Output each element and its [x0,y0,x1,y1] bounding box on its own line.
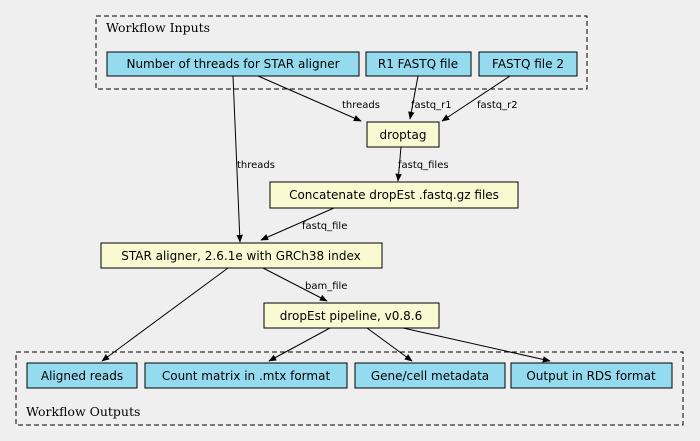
node-dropest-pipeline[interactable]: dropEst pipeline, v0.8.6 [263,302,440,329]
edge-dropest-to-gene-cell-metadata [366,327,413,362]
node-r1-fastq-input[interactable]: R1 FASTQ file [365,51,472,77]
node-dropest-pipeline-label: dropEst pipeline, v0.8.6 [280,309,422,323]
node-count-matrix-output-label: Count matrix in .mtx format [162,369,331,383]
node-threads-input-label: Number of threads for STAR aligner [126,57,339,71]
node-concatenate-label: Concatenate dropEst .fastq.gz files [289,188,499,202]
edge-label-fastq-files: fastq_files [398,160,449,171]
edge-label-fastq-r1: fastq_r1 [411,100,452,111]
node-droptag-label: droptag [380,128,427,142]
node-aligned-reads-output[interactable]: Aligned reads [26,362,138,389]
node-gene-cell-metadata-output[interactable]: Gene/cell metadata [354,362,506,389]
edge-label-threads-droptag: threads [342,100,380,111]
node-star-aligner[interactable]: STAR aligner, 2.6.1e with GRCh38 index [100,242,383,269]
node-concatenate[interactable]: Concatenate dropEst .fastq.gz files [269,181,519,209]
edge-concatenate-to-star: fastq_file [260,207,347,241]
workflow-outputs-title: Workflow Outputs [26,404,140,419]
node-r1-fastq-input-label: R1 FASTQ file [378,57,458,71]
node-fastq-file-2-input[interactable]: FASTQ file 2 [478,51,578,77]
edge-threads-to-star: threads [232,75,275,243]
node-threads-input[interactable]: Number of threads for STAR aligner [106,51,360,77]
workflow-outputs-cluster: Workflow Outputs [15,351,684,426]
edge-r2-to-droptag: fastq_r2 [441,75,518,122]
workflow-inputs-cluster: Workflow Inputs [95,15,588,90]
node-rds-output-label: Output in RDS format [526,369,656,383]
node-gene-cell-metadata-output-label: Gene/cell metadata [371,369,489,383]
node-star-aligner-label: STAR aligner, 2.6.1e with GRCh38 index [121,249,361,263]
edge-label-fastq-file: fastq_file [302,221,347,232]
edge-star-to-dropest: bam_file [262,267,347,302]
edge-label-threads-star: threads [237,160,275,171]
node-rds-output[interactable]: Output in RDS format [510,362,673,389]
node-aligned-reads-output-label: Aligned reads [41,369,123,383]
edge-label-fastq-r2: fastq_r2 [477,100,518,111]
edge-dropest-to-rds-output [402,327,551,363]
edge-r1-to-droptag: fastq_r1 [408,75,452,120]
edge-threads-to-droptag: threads [257,75,380,122]
edge-dropest-to-count-matrix [268,327,331,362]
edge-label-bam-file: bam_file [305,281,347,292]
workflow-inputs-title: Workflow Inputs [106,20,210,35]
edge-star-to-aligned-reads [101,267,229,362]
node-count-matrix-output[interactable]: Count matrix in .mtx format [144,362,348,389]
node-fastq-file-2-input-label: FASTQ file 2 [492,57,564,71]
edge-droptag-to-concatenate: fastq_files [395,146,449,182]
node-droptag[interactable]: droptag [366,121,440,148]
